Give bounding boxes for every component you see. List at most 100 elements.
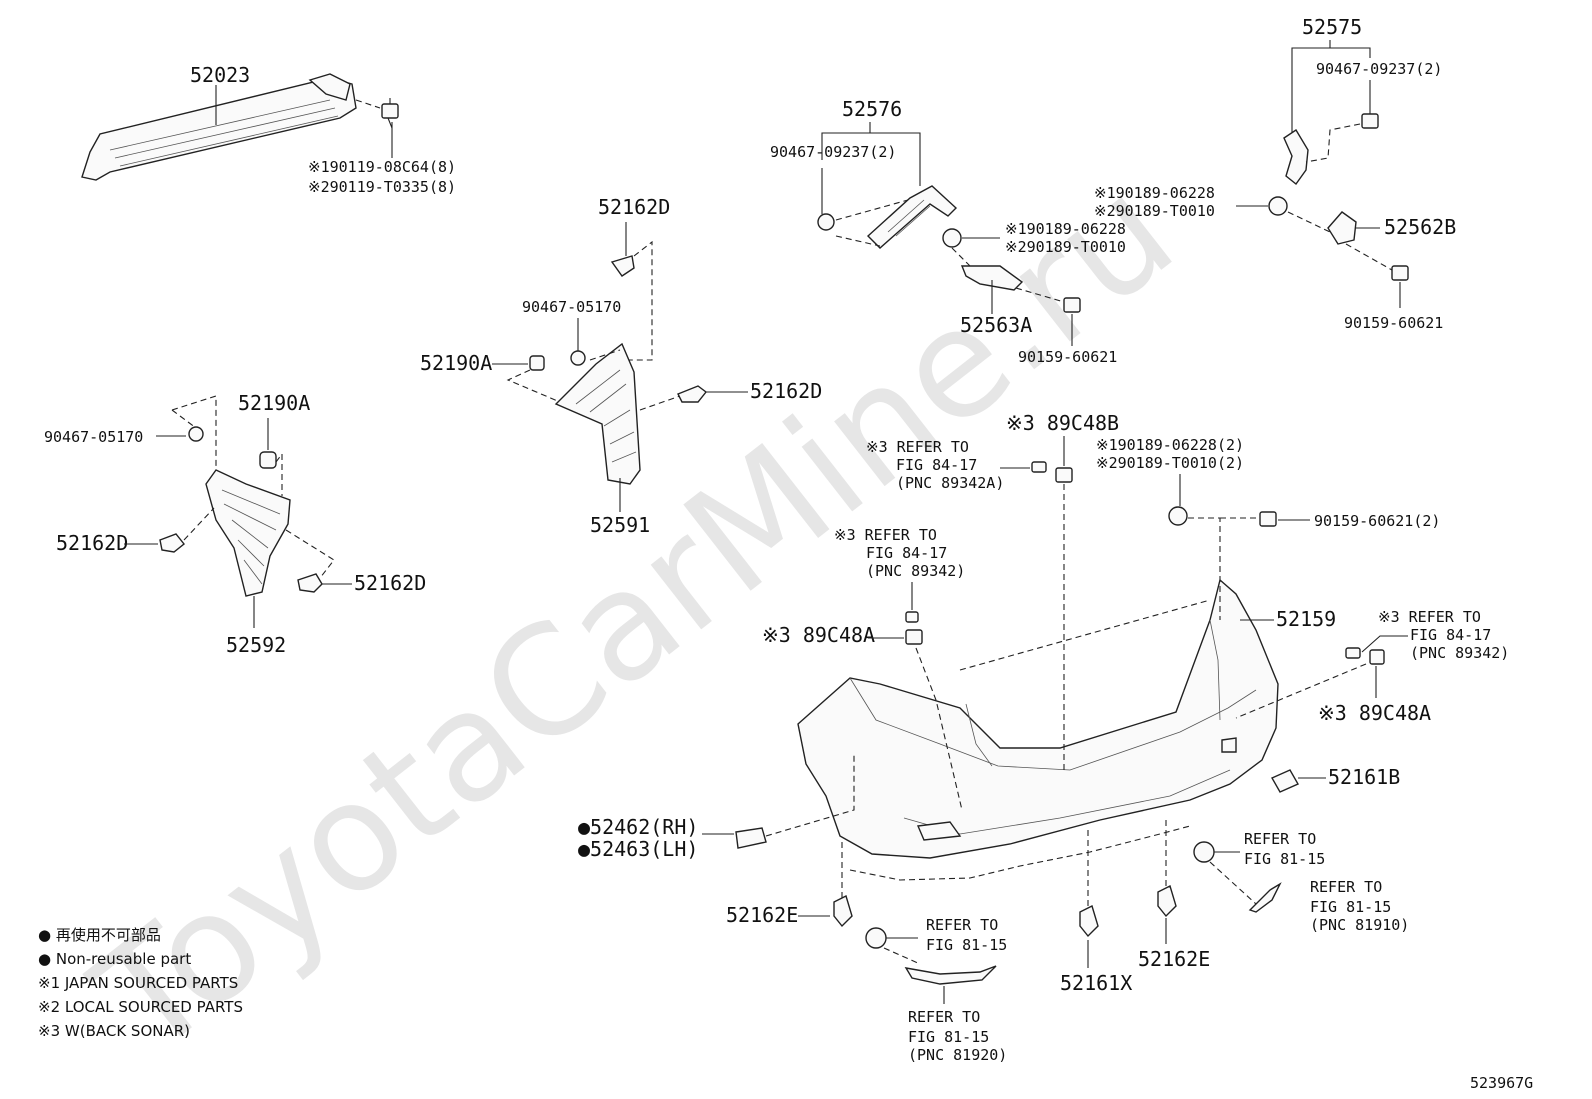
nut-icon [259, 451, 277, 469]
diagram-code: 523967G [1470, 1074, 1533, 1092]
bolt-icon [1268, 196, 1288, 216]
screw-icon [865, 927, 887, 949]
label-52563a-bolt: 90159-60621 [1018, 348, 1117, 366]
label-bolt-pair-1: ※190189-06228(2) [1096, 436, 1244, 454]
label-ref2-line2: FIG 84-17 [866, 544, 947, 562]
label-52190a-b: 52190A [238, 391, 310, 415]
label-ref6-line1: REFER TO [926, 916, 998, 934]
label-52463: ●52463(LH) [578, 837, 698, 861]
label-ref1-line2: FIG 84-17 [896, 456, 977, 474]
connector-icon [905, 611, 919, 623]
bolt-icon [381, 98, 399, 129]
label-52190a-a: 52190A [420, 351, 492, 375]
label-89c48a-left: ※3 89C48A [762, 623, 875, 647]
label-52462: ●52462(RH) [578, 815, 698, 839]
label-52562b-bolt: 90159-60621 [1344, 314, 1443, 332]
label-52023-bolt-1: ※190119-08C64(8) [308, 158, 456, 176]
reflector-left-icon [904, 965, 997, 985]
label-52592: 52592 [226, 633, 286, 657]
legend-line-4: ※2 LOCAL SOURCED PARTS [38, 998, 243, 1016]
legend-line-1: ● 再使用不可部品 [38, 926, 161, 944]
label-52591: 52591 [590, 513, 650, 537]
nut-icon [529, 355, 545, 371]
connector-icon [1345, 647, 1361, 659]
screw-icon [188, 426, 204, 442]
clip-icon [1157, 885, 1177, 918]
label-52575-bolt-1: ※190189-06228 [1094, 184, 1215, 202]
label-ref7-line2: FIG 81-15 [908, 1028, 989, 1046]
label-52575: 52575 [1302, 15, 1362, 39]
watermark-text: ToyotaCarMine.ru [64, 144, 1205, 1088]
bracket-52592-drawing [205, 469, 291, 597]
legend: ● 再使用不可部品 ● Non-reusable part ※1 JAPAN S… [38, 926, 243, 1040]
label-52162d-a: 52162D [598, 195, 670, 219]
clip-icon [610, 255, 635, 277]
bracket-52575-drawing [1283, 129, 1309, 186]
sonar-sensor-icon [905, 629, 923, 645]
label-52161b: 52161B [1328, 765, 1400, 789]
label-52576-bolt-2: ※290189-T0010 [1005, 238, 1126, 256]
bolt-icon [1168, 506, 1188, 526]
label-ref2-line3: (PNC 89342) [866, 562, 965, 580]
label-ref3-line2: FIG 84-17 [1410, 626, 1491, 644]
screw-icon [817, 213, 835, 231]
bumper-cover-52159-drawing [797, 578, 1279, 859]
label-52576-bolt-1: ※190189-06228 [1005, 220, 1126, 238]
bolt-icon [942, 228, 962, 248]
label-ref3-line3: (PNC 89342) [1410, 644, 1509, 662]
bolt-icon [1391, 265, 1409, 281]
reinforcement-52023-drawing [81, 73, 357, 181]
label-52159: 52159 [1276, 607, 1336, 631]
label-ref4-line2: FIG 81-15 [1244, 850, 1325, 868]
label-89c48b: ※3 89C48B [1006, 411, 1119, 435]
label-89c48a-right: ※3 89C48A [1318, 701, 1431, 725]
clip-icon [297, 573, 323, 593]
label-ref1-line3: (PNC 89342A) [896, 474, 1004, 492]
legend-line-5: ※3 W(BACK SONAR) [38, 1022, 190, 1040]
label-52575-bolt-2: ※290189-T0010 [1094, 202, 1215, 220]
clip-icon [677, 385, 707, 403]
cap-52161b-icon [1271, 769, 1299, 793]
reflector-right-icon [1248, 882, 1282, 913]
screw-icon [570, 350, 586, 366]
connector-icon [1031, 461, 1047, 473]
label-52161x: 52161X [1060, 971, 1132, 995]
label-52563a: 52563A [960, 313, 1032, 337]
label-ref4-line1: REFER TO [1244, 830, 1316, 848]
label-52162e-right: 52162E [1138, 947, 1210, 971]
label-52162d-c: 52162D [56, 531, 128, 555]
sonar-sensor-icon [1055, 467, 1073, 483]
legend-line-3: ※1 JAPAN SOURCED PARTS [38, 974, 238, 992]
bolt-icon [1259, 511, 1277, 527]
label-ref5-line2: FIG 81-15 [1310, 898, 1391, 916]
label-ref3-line1: ※3 REFER TO [1378, 608, 1481, 626]
label-ref1-line1: ※3 REFER TO [866, 438, 969, 456]
label-ref2-line1: ※3 REFER TO [834, 526, 937, 544]
label-52162e-left: 52162E [726, 903, 798, 927]
label-52162d-b: 52162D [750, 379, 822, 403]
label-bolt-60621-2: 90159-60621(2) [1314, 512, 1440, 530]
label-52023-bolt-2: ※290119-T0335(8) [308, 178, 456, 196]
screw-icon [1361, 113, 1379, 129]
label-ref7-line3: (PNC 81920) [908, 1046, 1007, 1064]
label-52562b: 52562B [1384, 215, 1456, 239]
bracket-52591-drawing [554, 342, 641, 485]
label-52162d-d: 52162D [354, 571, 426, 595]
label-52576-screw: 90467-09237(2) [770, 143, 896, 161]
bracket-52576-drawing [866, 185, 958, 249]
label-ref7-line1: REFER TO [908, 1008, 980, 1026]
bracket-52563a-drawing [960, 265, 1024, 291]
clip-icon [1079, 905, 1099, 938]
label-52575-screw: 90467-09237(2) [1316, 60, 1442, 78]
label-90467-05170-b: 90467-05170 [44, 428, 143, 446]
pad-52462-icon [735, 827, 767, 849]
label-52023: 52023 [190, 63, 250, 87]
legend-line-2: ● Non-reusable part [38, 950, 191, 968]
label-90467-05170-a: 90467-05170 [522, 298, 621, 316]
sonar-sensor-icon [1369, 649, 1385, 665]
label-ref5-line3: (PNC 81910) [1310, 916, 1409, 934]
label-bolt-pair-2: ※290189-T0010(2) [1096, 454, 1244, 472]
label-ref6-line2: FIG 81-15 [926, 936, 1007, 954]
